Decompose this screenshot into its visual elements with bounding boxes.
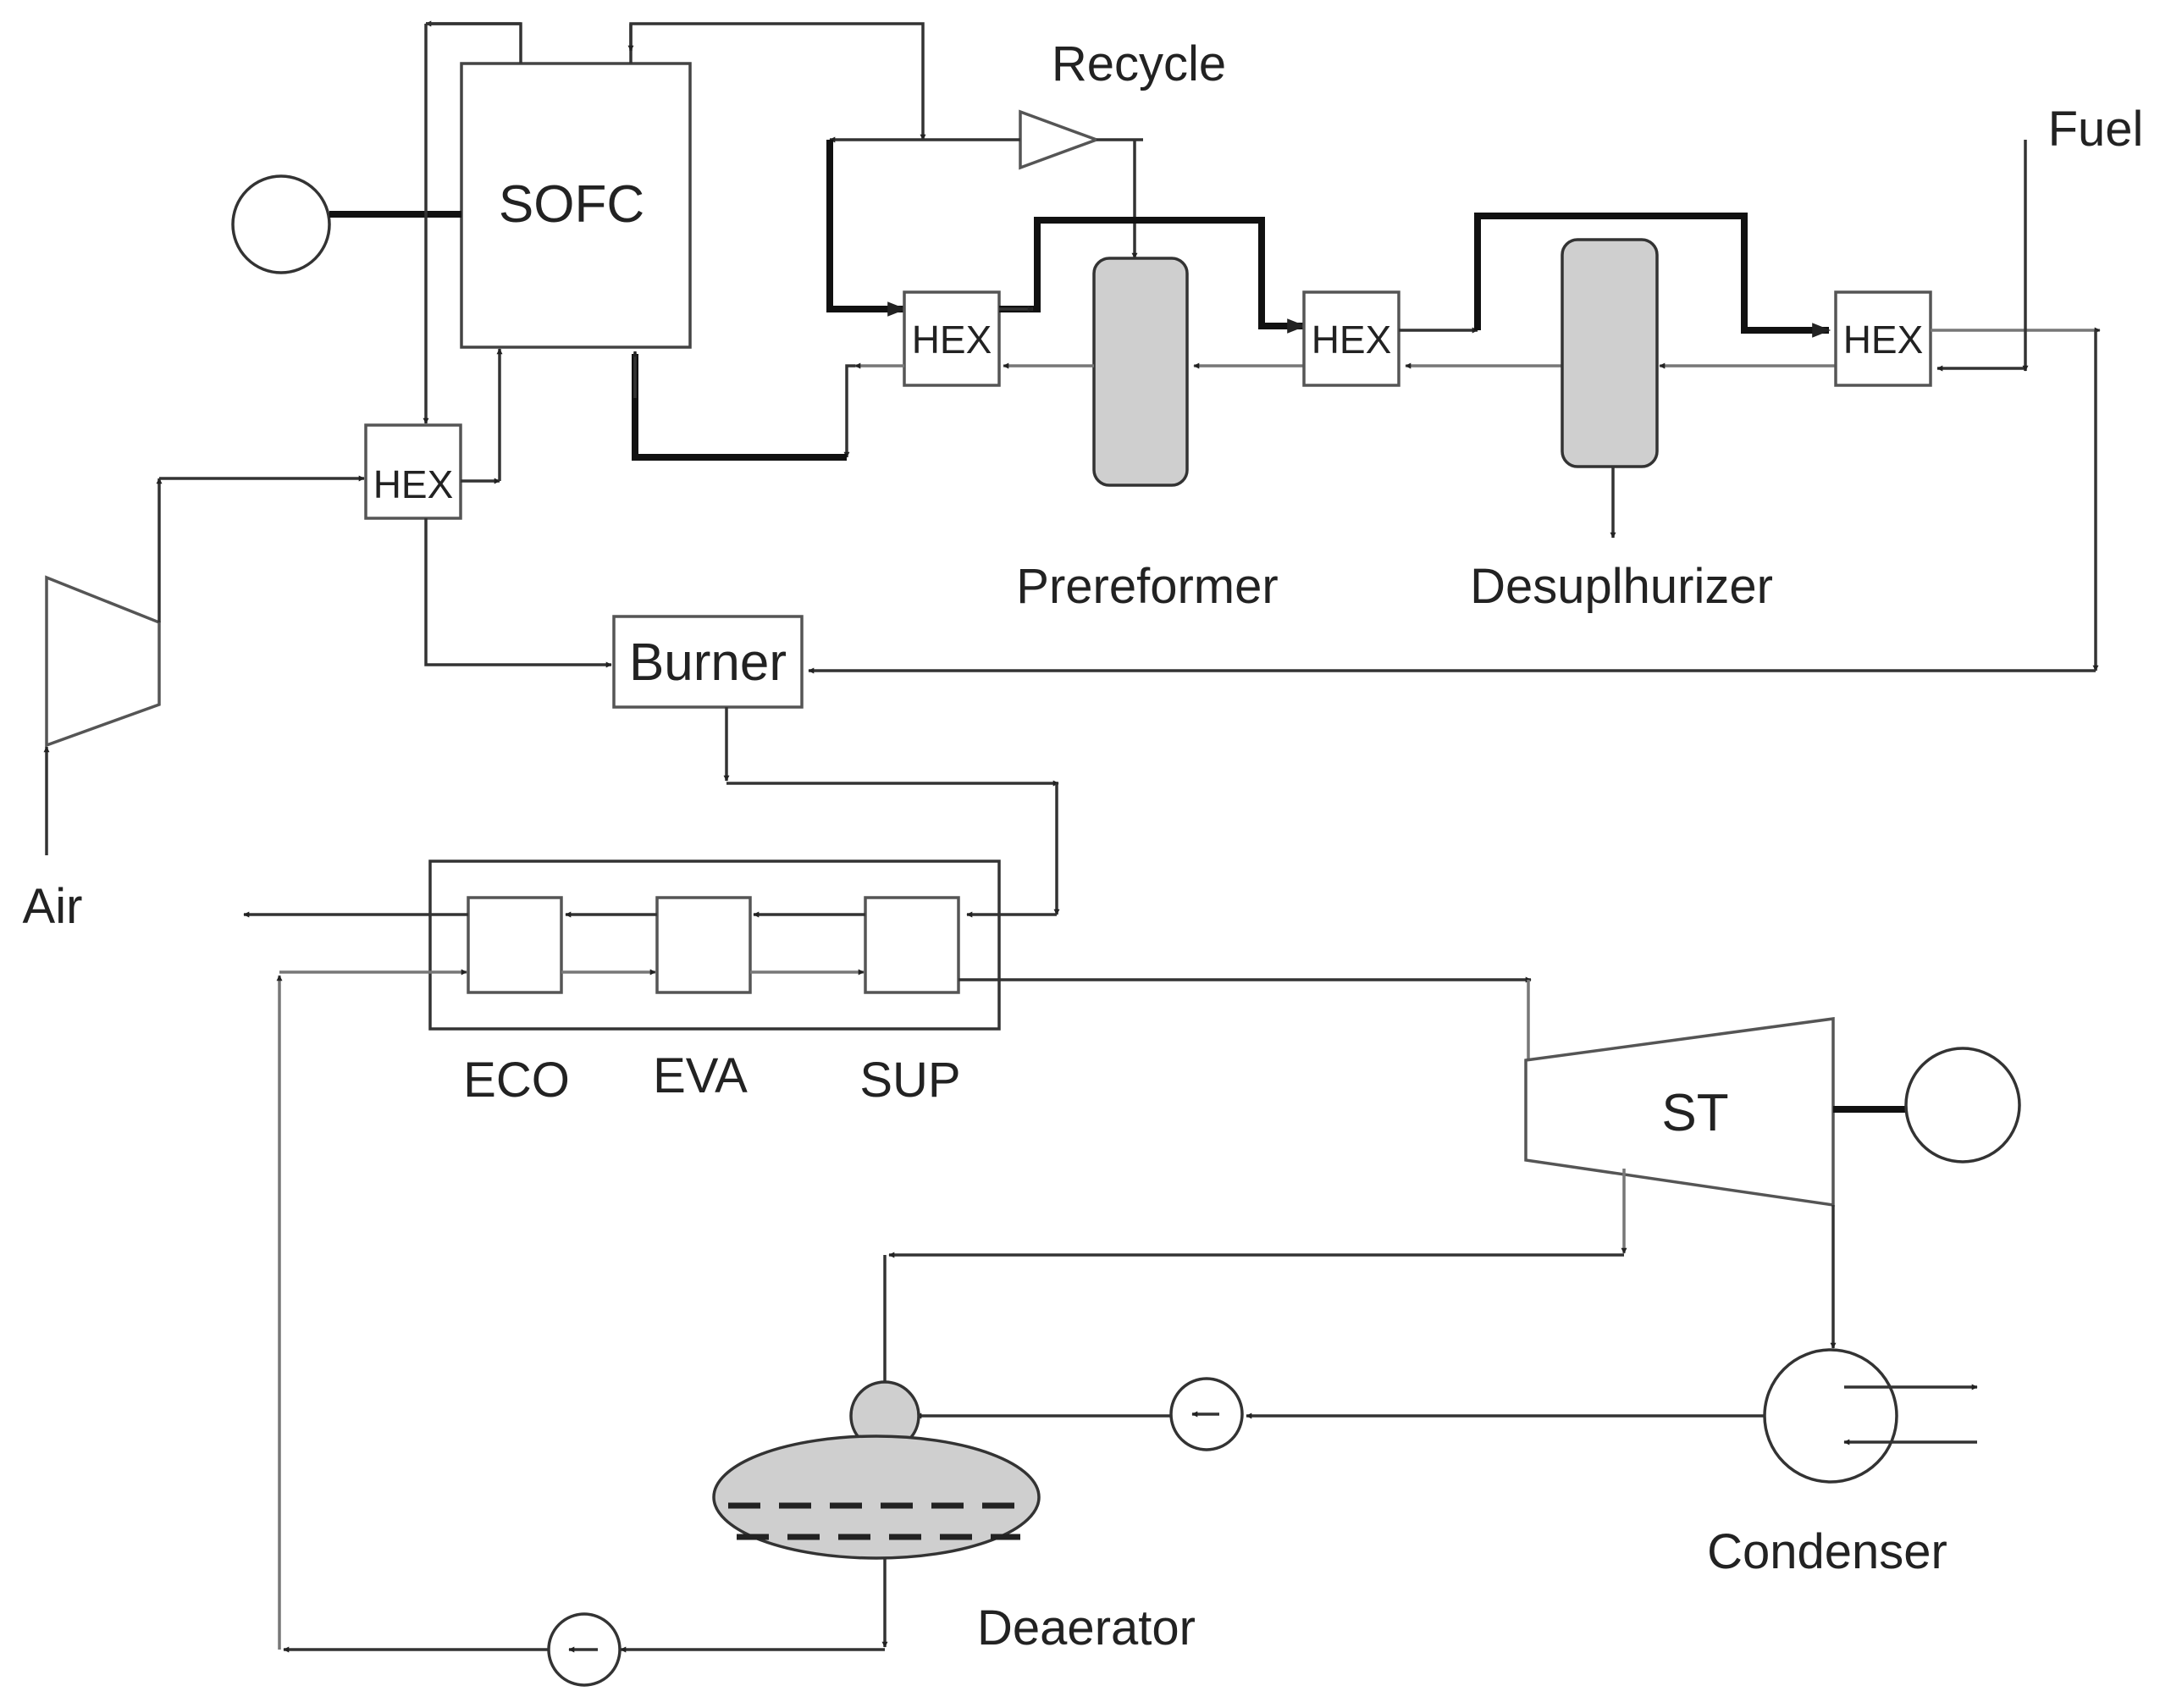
sup-section (864, 896, 960, 994)
desulphurizer-group: Desuplhurizer (1470, 238, 1773, 614)
burner (612, 615, 804, 709)
burner-label: Burner (629, 633, 787, 692)
hrsg-group: ECO EVA SUP (428, 860, 1001, 1108)
condenser-label: Condenser (1707, 1524, 1947, 1579)
hex-1-group: HEX (903, 290, 1001, 387)
cathode-outlet-stream (423, 20, 522, 424)
eco-section (467, 896, 563, 994)
air-compressor-group: Air (23, 475, 365, 934)
hex-1-label: HEX (912, 318, 992, 362)
prereformer-group: Prereformer (1016, 257, 1279, 614)
sofc-label: SOFC (499, 175, 644, 234)
deaerator-group: Deaerator (712, 1380, 1196, 1655)
recycle-blower (1019, 109, 1102, 170)
sofc-generator (231, 174, 331, 274)
st-generator (1904, 1047, 2021, 1164)
hex-1 (903, 290, 1001, 387)
fuel-label: Fuel (2048, 102, 2144, 157)
sofc-group: SOFC (231, 62, 692, 349)
hex-2 (1302, 290, 1400, 387)
hex-4-label: HEX (373, 462, 454, 506)
burner-group: Burner (612, 615, 804, 709)
condenser-group: Condenser (1707, 1348, 1978, 1579)
sofc-stack (460, 62, 692, 349)
condensate-pump-group (1169, 1377, 1244, 1451)
desulphurizer-vessel (1561, 238, 1659, 468)
st-label: ST (1661, 1084, 1728, 1142)
hex1-to-sofc-stream (632, 354, 847, 461)
hex-4-group: HEX (364, 423, 462, 520)
prereformer-label: Prereformer (1016, 559, 1278, 614)
recycle-to-hex1-stream (826, 140, 907, 317)
hrsg-casing (428, 860, 1001, 1031)
hex-3-group: HEX (1834, 290, 1932, 387)
condenser (1763, 1348, 1898, 1484)
deaerator-tank (712, 1434, 1041, 1560)
hex-3 (1834, 290, 1932, 387)
hex-3-label: HEX (1843, 318, 1924, 362)
steam-turbine-group: ST (1524, 1016, 2021, 1208)
eco-label: ECO (463, 1053, 570, 1108)
feedwater-pump-group (547, 1612, 621, 1687)
air-label: Air (23, 879, 83, 934)
eva-section (655, 896, 752, 994)
prereformer-vessel (1092, 257, 1189, 487)
deaerator-label: Deaerator (977, 1600, 1196, 1655)
hex-2-group: HEX (1302, 290, 1400, 387)
desulphurizer-label: Desuplhurizer (1470, 559, 1773, 614)
fuel-inlet: Fuel (2022, 102, 2144, 372)
air-compressor (45, 575, 161, 748)
hex-4 (364, 423, 462, 520)
sup-label: SUP (859, 1053, 960, 1108)
recycle-label: Recycle (1052, 36, 1226, 91)
recycle-group: Recycle (829, 36, 1226, 259)
eva-label: EVA (653, 1048, 748, 1103)
anode-outlet-stream (627, 22, 926, 141)
hex-2-label: HEX (1312, 318, 1392, 362)
